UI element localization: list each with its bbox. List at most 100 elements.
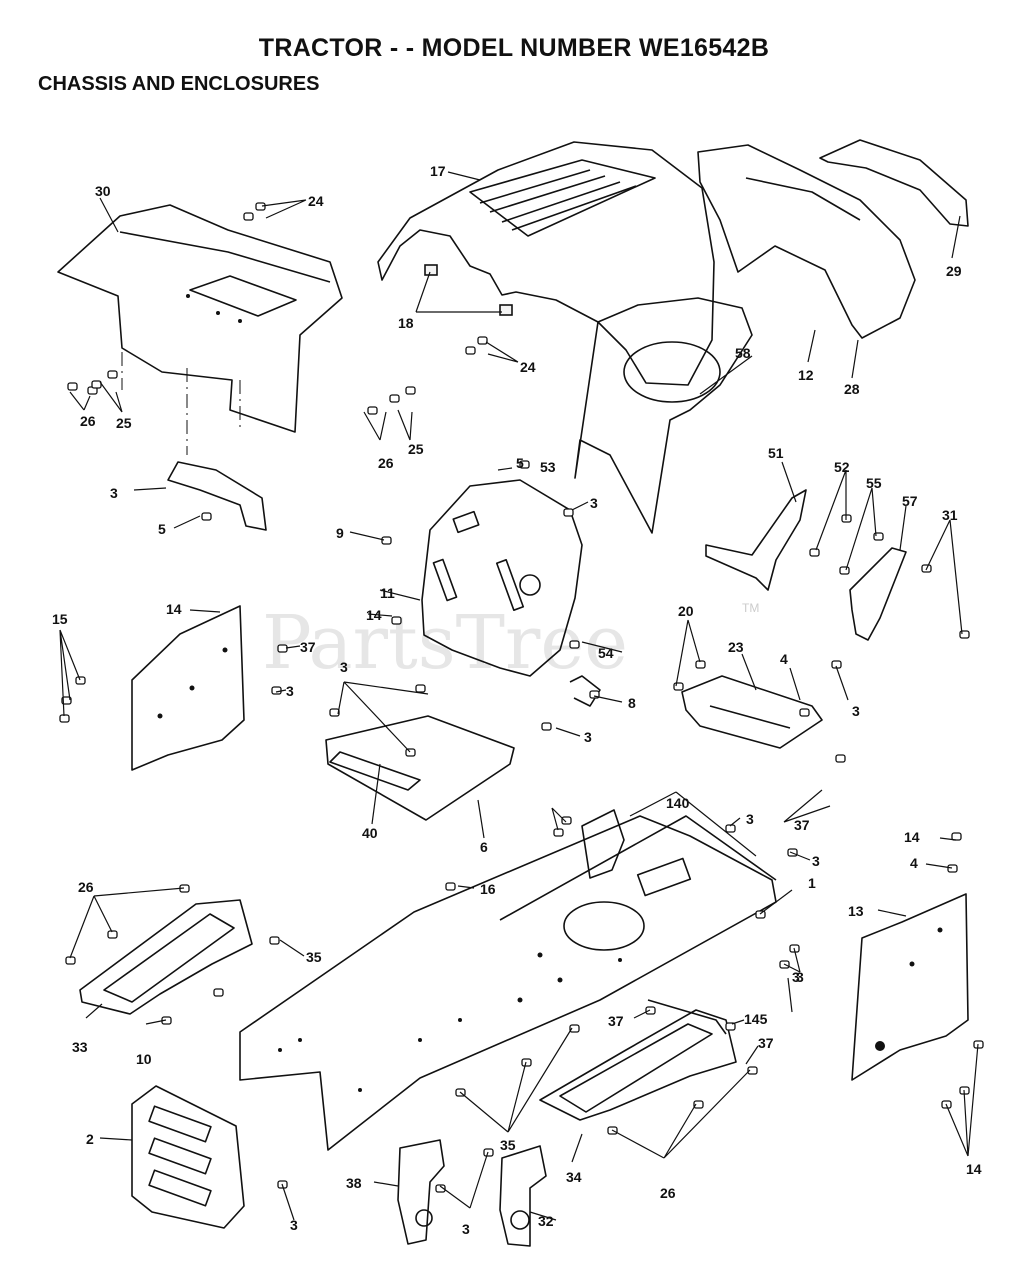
callout-3: 3 [286,683,294,699]
callout-37: 37 [758,1035,774,1051]
callout-24: 24 [520,359,536,375]
watermark-tm: TM [742,601,759,615]
footrest-33-part [79,899,253,1015]
fastener [255,202,266,211]
side-panel-13-part [851,893,969,1081]
callout-3: 3 [746,811,754,827]
fastener [405,386,416,395]
callout-24: 24 [308,193,324,209]
bracket-31-part [167,461,267,531]
callout-9: 9 [336,525,344,541]
fastener [415,684,426,693]
fastener [483,1148,494,1157]
fastener [271,686,282,695]
mount-plate-20-part [681,675,823,749]
fastener [201,512,212,521]
fastener [75,676,86,685]
callout-51: 51 [768,445,784,461]
callout-34: 34 [566,1169,582,1185]
hood-part [377,141,715,386]
fastener [519,460,530,469]
fastener [673,682,684,691]
fastener [465,346,476,355]
fastener [809,548,820,557]
callout-13: 13 [848,903,864,919]
fastener [243,212,254,221]
bracket-140-part [581,809,625,879]
fastener [213,988,224,997]
plate-2-part [131,1085,245,1229]
floor-plate-part [325,715,515,821]
callout-35: 35 [500,1137,516,1153]
callout-38: 38 [346,1175,362,1191]
side-panel-11-part [131,605,245,771]
fastener [695,660,706,669]
fastener [381,536,392,545]
dash-pan-part [574,297,753,534]
footrest-34-part [539,1009,737,1121]
fastener [563,508,574,517]
fastener [269,936,280,945]
callout-25: 25 [408,441,424,457]
callout-1: 1 [808,875,816,891]
rear-fender-part [57,204,343,455]
callout-10: 10 [136,1051,152,1067]
callout-14: 14 [966,1161,982,1177]
fastener [561,816,572,825]
fastener [61,696,72,705]
fastener [367,406,378,415]
fastener [477,336,488,345]
fastener [569,1024,580,1033]
rod-145-part [569,675,727,1035]
fastener [947,864,958,873]
fasteners-group [59,202,984,1193]
fastener [799,708,810,717]
callout-58: 58 [735,345,751,361]
fastener [755,910,766,919]
fastener [435,1184,446,1193]
callout-14: 14 [904,829,920,845]
fastener [693,1100,704,1109]
callout-26: 26 [378,455,394,471]
main-frame-part [239,815,777,1151]
callout-28: 28 [844,381,860,397]
callout-3: 3 [290,1217,298,1233]
fastener [107,930,118,939]
callout-3: 3 [462,1221,470,1237]
callout-37: 37 [300,639,316,655]
callout-18: 18 [398,315,414,331]
callout-54: 54 [598,645,614,661]
fastener [67,382,78,391]
fastener [329,708,340,717]
fastener [835,754,846,763]
fastener [951,832,962,841]
fastener [569,640,580,649]
callout-26: 26 [80,413,96,429]
fastener [277,644,288,653]
callout-17: 17 [430,163,446,179]
callout-25: 25 [116,415,132,431]
callout-26: 26 [660,1185,676,1201]
bracket-53-part [705,489,807,591]
callout-23: 23 [728,639,744,655]
fastener [521,1058,532,1067]
callout-12: 12 [798,367,814,383]
leader-lines [59,171,979,1221]
callout-40: 40 [362,825,378,841]
callout-3: 3 [852,703,860,719]
callout-2: 2 [86,1131,94,1147]
dashboard-part [421,479,583,677]
callout-16: 16 [480,881,496,897]
fastener [107,370,118,379]
fastener [541,722,552,731]
callout-5: 5 [516,455,524,471]
callout-145: 145 [744,1011,768,1027]
callout-20: 20 [678,603,694,619]
fastener [747,1066,758,1075]
fastener [645,1006,656,1015]
callout-3: 3 [796,969,804,985]
callout-29: 29 [946,263,962,279]
fastener [445,882,456,891]
